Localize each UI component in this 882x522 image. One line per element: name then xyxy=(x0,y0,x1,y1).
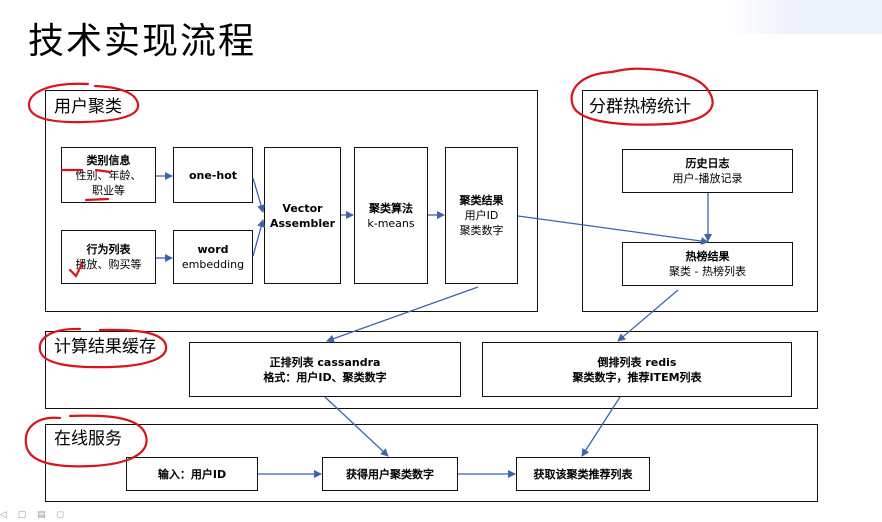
inverted-list-title: 倒排列表 redis xyxy=(597,355,677,369)
input-user-id-label: 输入：用户ID xyxy=(157,467,227,481)
behavior-list-box: 行为列表 播放、购买等 xyxy=(61,230,156,284)
category-info-line-2: 职业等 xyxy=(92,183,125,197)
category-info-line-1: 性别、年龄、 xyxy=(75,168,142,182)
get-cluster-number-label: 获得用户聚类数字 xyxy=(346,467,434,481)
hotlist-result-title: 热榜结果 xyxy=(685,250,730,263)
vector-assembler-line-2: Assembler xyxy=(269,216,336,230)
panel-label-user-clustering: 用户聚类 xyxy=(54,97,122,117)
get-cluster-number-box: 获得用户聚类数字 xyxy=(322,457,458,491)
clustering-algo-line: k-means xyxy=(367,216,415,230)
clustering-result-line-1: 用户ID xyxy=(464,209,499,222)
clustering-result-title: 聚类结果 xyxy=(459,194,504,207)
history-log-line: 用户-播放记录 xyxy=(672,172,743,185)
window-corner-tint xyxy=(728,0,882,34)
category-info-box: 类别信息 性别、年龄、 职业等 xyxy=(61,147,156,203)
hotlist-result-line: 聚类 - 热榜列表 xyxy=(669,265,746,278)
word-embedding-box: word embedding xyxy=(173,230,253,284)
clustering-result-line-2: 聚类数字 xyxy=(459,224,504,237)
panel-label-group-hotlist: 分群热榜统计 xyxy=(589,97,691,117)
history-log-box: 历史日志 用户-播放记录 xyxy=(622,149,793,193)
one-hot-box: one-hot xyxy=(173,147,253,203)
clustering-algo-title: 聚类算法 xyxy=(369,201,413,215)
history-log-title: 历史日志 xyxy=(685,157,730,170)
vector-assembler-box: Vector Assembler xyxy=(264,147,341,284)
page-title: 技术实现流程 xyxy=(28,21,257,62)
panel-label-result-cache: 计算结果缓存 xyxy=(54,337,156,357)
clustering-result-box: 聚类结果 用户ID 聚类数字 xyxy=(445,147,518,284)
behavior-list-title: 行为列表 xyxy=(86,243,131,256)
input-user-id-box: 输入：用户ID xyxy=(126,457,258,491)
get-recommend-list-box: 获取该聚类推荐列表 xyxy=(516,457,650,491)
footer-toolbar-icons: ◁ ▢ ▤ ◻ xyxy=(0,510,68,520)
behavior-list-line: 播放、购买等 xyxy=(75,258,142,271)
forward-list-line: 格式：用户ID、聚类数字 xyxy=(263,370,387,384)
word-embedding-line-1: word xyxy=(197,243,229,256)
get-recommend-list-label: 获取该聚类推荐列表 xyxy=(533,467,633,481)
vector-assembler-line-1: Vector xyxy=(282,201,323,215)
hotlist-result-box: 热榜结果 聚类 - 热榜列表 xyxy=(622,242,793,286)
inverted-list-box: 倒排列表 redis 聚类数字，推荐ITEM列表 xyxy=(482,342,792,397)
one-hot-label: one-hot xyxy=(188,168,238,182)
forward-list-title: 正排列表 cassandra xyxy=(269,355,381,369)
panel-label-online-service: 在线服务 xyxy=(54,429,122,449)
inverted-list-line: 聚类数字，推荐ITEM列表 xyxy=(572,370,702,384)
clustering-algo-box: 聚类算法 k-means xyxy=(354,147,428,284)
forward-list-box: 正排列表 cassandra 格式：用户ID、聚类数字 xyxy=(189,342,461,397)
category-info-title: 类别信息 xyxy=(86,153,131,167)
word-embedding-line-2: embedding xyxy=(181,258,245,271)
